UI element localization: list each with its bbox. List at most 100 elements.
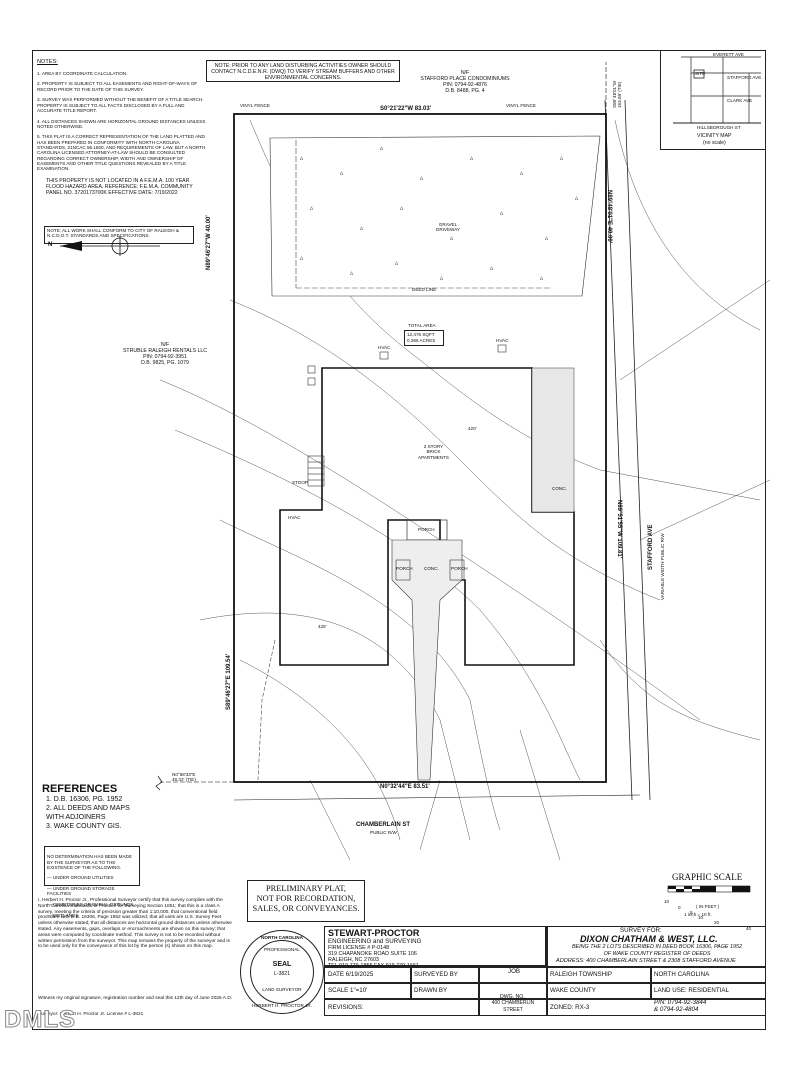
- tie-bottom-label: N0°58'33"E 48.32' (TIE): [172, 772, 196, 783]
- hvac-label-3: HVAC: [288, 515, 301, 520]
- gravel-driveway: [269, 135, 601, 297]
- porch-right: [449, 559, 465, 581]
- legend-item-4-text: WETLANDS: [52, 912, 79, 918]
- conc-walk: [391, 539, 463, 781]
- stoop-label: STOOP: [292, 480, 308, 485]
- client-name: DIXON CHATHAM & WEST, LLC.: [580, 934, 718, 944]
- stafford-edge-2: [624, 99, 651, 801]
- total-area-title: TOTAL AREA: [408, 323, 436, 328]
- hvac-box-4: [307, 377, 316, 386]
- svg-text:∆: ∆: [310, 206, 314, 212]
- scale-tick-6: 40: [746, 925, 752, 931]
- scale-tick-1: 10: [664, 899, 670, 905]
- tie-corner-label: S89°48'01"W 153.59' (TIE): [612, 80, 623, 108]
- tb-col-line-2: [478, 966, 480, 1016]
- svg-text:∆: ∆: [540, 276, 544, 282]
- svg-text:∆: ∆: [470, 156, 474, 162]
- bearing-left-bottom: S89°46'27"E 109.54': [226, 653, 232, 710]
- tb-row-line-2: [324, 982, 766, 984]
- tb-col-line-4: [650, 966, 652, 998]
- surveyor-seal: NORTH CAROLINA PROFESSIONAL SEAL L-3821 …: [240, 930, 324, 1014]
- building-label: 2 STORY BRICK APARTMENTS: [418, 444, 449, 460]
- tb-dwg-no: DWG. NO.: [500, 994, 525, 1000]
- note-1: 1. AREA BY COORDINATE CALCULATION.: [37, 70, 128, 76]
- bearing-left-top: N89°46'27"W 40.00': [206, 215, 212, 270]
- porch-label-right: PORCH: [451, 566, 468, 571]
- total-area-box: 12,476 SQFT 0.286 ACRES: [404, 330, 444, 346]
- note-5: 5. THIS PLAT IS A CORRECT REPRESENTATION…: [37, 134, 206, 172]
- vicinity-subtitle: (no scale): [703, 140, 726, 146]
- note-3: 3. SURVEY WAS PERFORMED WITHOUT THE BENE…: [37, 97, 204, 113]
- svg-text:∆: ∆: [450, 236, 454, 242]
- svg-text:∆: ∆: [575, 196, 579, 202]
- svg-text:∆: ∆: [360, 226, 364, 232]
- svg-text:∆: ∆: [300, 156, 304, 162]
- deed-line-label: DEED LINE: [412, 287, 437, 292]
- vicinity-site-label: SITE: [695, 71, 706, 76]
- tb-col-line-3: [546, 926, 548, 1016]
- vinyl-fence-label-left: VINYL FENCE: [240, 103, 270, 108]
- stoop-stairs: [307, 455, 325, 487]
- tb-land-use: LAND USE: RESIDENTIAL: [654, 987, 729, 994]
- svg-text:∆: ∆: [395, 261, 399, 267]
- porch-label-rear: PORCH: [418, 527, 435, 532]
- tb-county: WAKE COUNTY: [550, 987, 596, 994]
- tb-col-line-1: [410, 966, 412, 998]
- chamberlain-st-label: CHAMBERLAIN ST: [356, 822, 410, 828]
- firm-sub: ENGINEERING and SURVEYING: [328, 938, 422, 945]
- legend-heading: NO DETERMINATION HAS BEEN MADE BY THE SU…: [47, 854, 132, 870]
- svg-text:∆: ∆: [380, 146, 384, 152]
- stafford-edge-1: [604, 99, 633, 801]
- property-address: ADDRESS: 400 CHAMBERLAIN STREET & 2308 S…: [556, 958, 736, 964]
- north-arrow-icon: [60, 236, 160, 256]
- svg-text:∆: ∆: [520, 171, 524, 177]
- reference-3: 3. WAKE COUNTY GIS.: [46, 823, 122, 830]
- seal-professional: PROFESSIONAL: [264, 947, 300, 952]
- legend-item-3-text: CEMETERIES OR BURIAL GROUNDS: [52, 901, 134, 907]
- contour-label-420: 420': [468, 426, 477, 431]
- tb-township: RALEIGH TOWNSHIP: [550, 971, 613, 978]
- svg-text:∆: ∆: [440, 276, 444, 282]
- svg-text:∆: ∆: [300, 256, 304, 262]
- bearing-right-top: N89°48'01"E 40.00': [606, 190, 612, 244]
- svg-text:∆: ∆: [350, 271, 354, 277]
- legend-item-1-text: UNDER GROUND UTILITIES: [52, 875, 114, 881]
- total-area-sqft: 12,476 SQFT: [407, 332, 435, 337]
- surveyor-line: Surveyor: Herbert H. Proctor Jr. License…: [38, 1012, 144, 1017]
- plat-sheet: [32, 50, 766, 1030]
- bearing-right-bottom: N89°51'55"W 109.81': [616, 500, 622, 559]
- notes-block: NOTES: 1. AREA BY COORDINATE CALCULATION…: [37, 55, 207, 177]
- stafford-ave-sublabel: VARIABLE WIDTH PUBLIC R/W: [660, 533, 665, 600]
- break-line: [155, 775, 163, 791]
- flood-note: THIS PROPERTY IS NOT LOCATED IN A F.E.M.…: [46, 178, 193, 196]
- hvac-box-2: [497, 344, 507, 353]
- references-title: REFERENCES: [42, 783, 118, 795]
- vicinity-street-hillsborough: HILLSBOROUGH ST: [697, 125, 741, 130]
- graphic-scale-unit: ( IN FEET ): [696, 904, 720, 909]
- stafford-ave-label: STAFFORD AVE: [648, 524, 654, 570]
- conc-label-walk: CONC.: [424, 566, 439, 571]
- legend-item-3: — CEMETERIES OR BURIAL GROUNDS: [47, 901, 134, 907]
- references-block: REFERENCES 1. D.B. 16306, PG. 1952 2. AL…: [42, 783, 130, 831]
- tb-state: NORTH CAROLINA: [654, 971, 710, 978]
- work-note: NOTE: ALL WORK SHALL CONFORM TO CITY OF …: [44, 226, 194, 244]
- adjoiner-south: N/F STRUBLE RALEIGH RENTALS LLC PIN: 079…: [122, 342, 208, 366]
- firm-addr1: 319 CHAPANOKE ROAD SUITE 106: [328, 951, 417, 957]
- legend-item-4: — WETLANDS: [47, 912, 79, 918]
- legend-item-2: — UNDER GROUND STORAGE FACILITIES: [47, 886, 115, 897]
- tb-revisions: REVISIONS:: [328, 1004, 364, 1011]
- seal-top-text: NORTH CAROLINA: [261, 935, 303, 940]
- chamberlain-st-sublabel: PUBLIC R/W: [370, 830, 397, 835]
- scale-tick-5: 20: [714, 920, 720, 926]
- svg-text:∆: ∆: [420, 176, 424, 182]
- svg-text:∆: ∆: [400, 206, 404, 212]
- hvac-box-1: [379, 351, 389, 360]
- tb-date: DATE 6/19/2025: [328, 971, 374, 978]
- seal-license: L-3821: [273, 971, 291, 977]
- chamberlain-edge: [233, 794, 641, 801]
- tb-row-line-1: [324, 966, 766, 968]
- conc-label-right: CONC.: [552, 486, 567, 491]
- dmls-watermark: DMLS: [4, 1006, 76, 1034]
- scale-tick-3: 5: [690, 909, 693, 915]
